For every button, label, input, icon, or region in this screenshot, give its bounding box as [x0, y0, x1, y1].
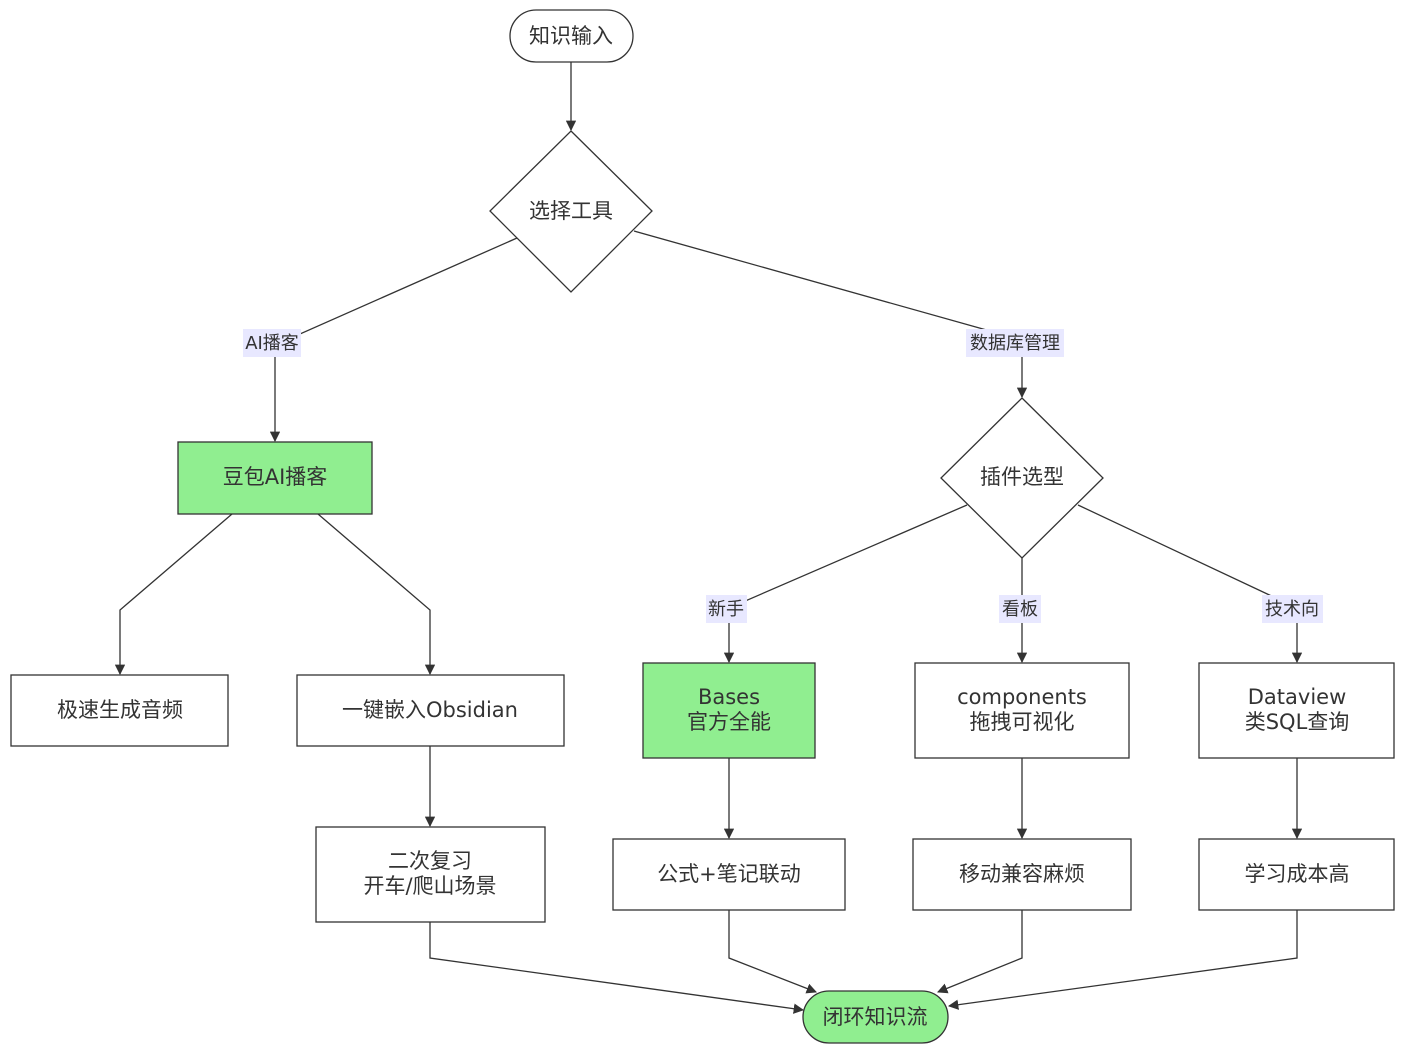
edge-learning-to-closed-loop	[947, 910, 1298, 1010]
node-review-line-1: 二次复习	[388, 849, 472, 873]
node-closed-loop[interactable]: 闭环知识流	[802, 990, 949, 1044]
node-components-line-1: components	[957, 685, 1087, 709]
edge-choose-tool-to-plugin-select	[633, 230, 1028, 399]
edge-label-beginner-text: 新手	[708, 599, 744, 620]
node-closed-loop-text: 闭环知识流	[823, 1005, 928, 1029]
edge-plugin-to-dataview	[1077, 504, 1303, 664]
edge-label-kanban-text: 看板	[1002, 599, 1038, 620]
node-embed-obsidian-text: 一键嵌入Obsidian	[342, 698, 518, 722]
node-dataview-line-1: Dataview	[1248, 685, 1347, 709]
node-plugin-select-text: 插件选型	[980, 465, 1064, 489]
edge-label-tech: 技术向	[1262, 595, 1323, 623]
node-choose-tool[interactable]: 选择工具	[489, 130, 653, 293]
node-learning-cost-text: 学习成本高	[1245, 862, 1350, 886]
edges	[114, 62, 1303, 1014]
node-knowledge-input[interactable]: 知识输入	[509, 9, 634, 63]
edge-label-kanban: 看板	[999, 595, 1041, 623]
edge-choose-tool-to-doubao	[269, 237, 518, 443]
edge-formula-to-closed-loop	[728, 910, 817, 994]
edge-mobile-to-closed-loop	[937, 910, 1023, 994]
node-formula[interactable]: 公式+笔记联动	[612, 838, 846, 911]
node-plugin-select[interactable]: 插件选型	[940, 397, 1104, 559]
node-review[interactable]: 二次复习 开车/爬山场景	[315, 826, 546, 923]
node-choose-tool-text: 选择工具	[529, 199, 613, 223]
node-bases-line-2: 官方全能	[687, 710, 771, 734]
node-embed-obsidian[interactable]: 一键嵌入Obsidian	[296, 674, 565, 747]
node-components-line-2: 拖拽可视化	[970, 710, 1075, 734]
node-dataview-line-2: 类SQL查询	[1245, 710, 1350, 734]
edge-label-beginner: 新手	[706, 595, 747, 623]
node-fast-audio[interactable]: 极速生成音频	[10, 674, 229, 747]
node-learning-cost[interactable]: 学习成本高	[1198, 838, 1395, 911]
node-doubao-ai-podcast[interactable]: 豆包AI播客	[177, 441, 373, 515]
node-fast-audio-text: 极速生成音频	[57, 698, 183, 722]
node-components[interactable]: components 拖拽可视化	[914, 662, 1130, 759]
node-mobile[interactable]: 移动兼容麻烦	[912, 838, 1132, 911]
edge-label-tech-text: 技术向	[1265, 599, 1319, 620]
edge-plugin-to-bases	[723, 504, 968, 664]
node-formula-text: 公式+笔记联动	[657, 862, 801, 886]
edge-review-to-closed-loop	[429, 922, 805, 1014]
node-dataview[interactable]: Dataview 类SQL查询	[1198, 662, 1395, 759]
edge-label-db-manage-text: 数据库管理	[970, 333, 1060, 354]
edge-label-ai-podcast: AI播客	[243, 329, 301, 357]
edge-doubao-to-embed-obsidian	[317, 513, 436, 676]
edge-label-ai-podcast-text: AI播客	[245, 333, 299, 354]
node-bases-line-1: Bases	[698, 685, 760, 709]
node-doubao-ai-podcast-text: 豆包AI播客	[223, 465, 328, 489]
edge-doubao-to-fast-audio	[114, 513, 233, 676]
node-knowledge-input-text: 知识输入	[529, 24, 613, 48]
node-mobile-text: 移动兼容麻烦	[959, 862, 1085, 886]
edge-label-db-manage: 数据库管理	[966, 329, 1064, 357]
node-review-line-2: 开车/爬山场景	[363, 874, 496, 898]
node-bases[interactable]: Bases 官方全能	[642, 662, 816, 759]
